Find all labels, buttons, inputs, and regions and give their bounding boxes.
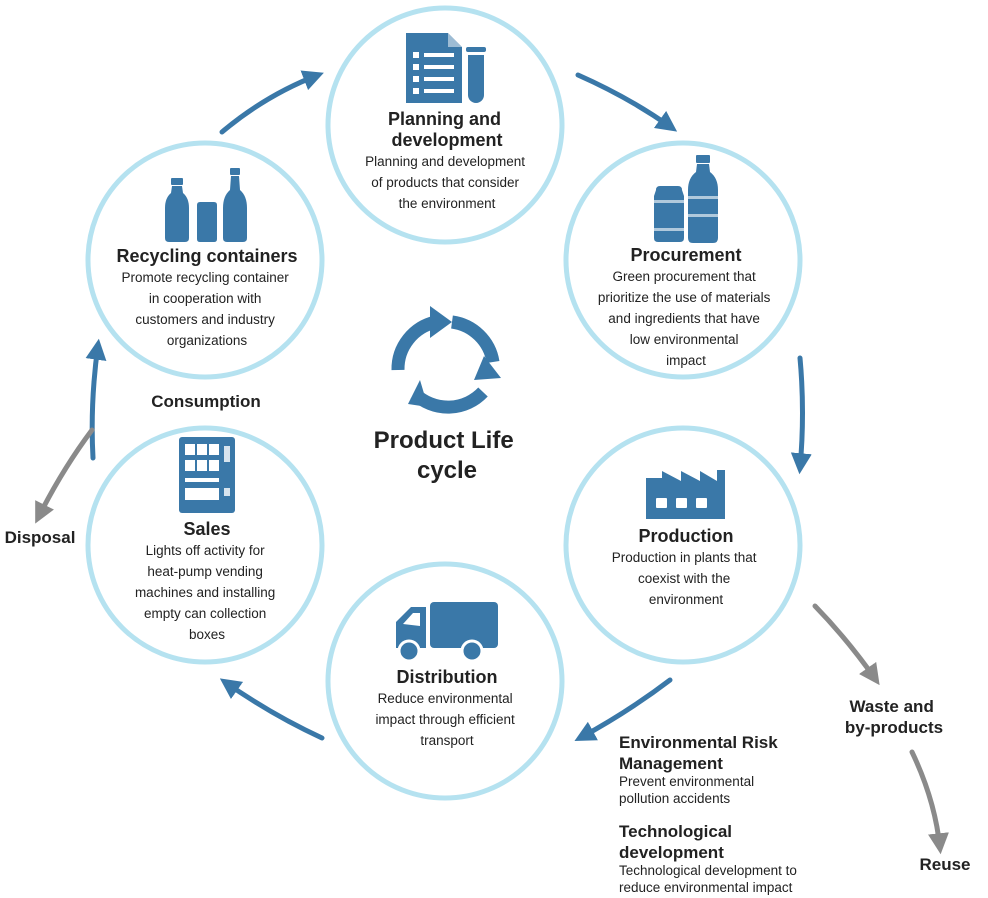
recycle-icon [391,306,501,414]
stage-circles [85,5,803,801]
planning-title: Planning and development [388,109,506,150]
can-icon [654,186,684,242]
risk-title: Environmental Risk Management [619,733,782,773]
cycle-arrows [85,70,812,742]
reuse-label: Reuse [919,855,970,874]
production-circle [563,425,803,665]
recycling-circle [85,140,325,380]
distribution-title: Distribution [397,667,498,687]
arrow-procurement-to-production [790,355,812,475]
sales-description: Lights off activity for heat-pump vendin… [135,543,279,642]
production-description: Production in plants that coexist with t… [612,550,761,607]
document-icon [406,33,462,103]
procurement-title: Procurement [630,245,741,265]
bottle-icon [688,155,718,243]
sales-circle [85,425,325,665]
production-title: Production [639,526,734,546]
center-title: Product Life cycle [374,427,521,484]
arrow-waste [812,603,880,686]
procurement-description: Green procurement that prioritize the us… [598,269,774,368]
risk-description: Prevent environmental pollution accident… [619,774,758,806]
arrow-distribution-to-sales [219,678,325,741]
distribution-circle [325,561,565,801]
recycling-description: Promote recycling container in cooperati… [121,270,292,348]
distribution-description: Reduce environmental impact through effi… [375,691,518,748]
tech-title: Technological development [619,822,737,862]
waste-label: Waste and by-products [845,697,943,737]
procurement-circle [563,140,803,380]
bottles-icon [165,168,247,242]
planning-description: Planning and development of products tha… [365,154,529,211]
arrow-sales-to-recycling [85,338,107,461]
arrow-production-to-distribution [574,677,673,742]
test-tube-icon [466,47,486,103]
arrow-disposal [35,427,95,524]
arrow-planning-to-procurement [575,72,678,132]
arrow-recycling-to-planning [219,70,324,135]
recycling-title: Recycling containers [116,246,297,266]
sales-title: Sales [183,519,230,539]
branch-arrows [35,427,949,855]
arrow-reuse [909,749,949,855]
factory-icon [646,470,725,519]
tech-description: Technological development to reduce envi… [619,863,801,895]
consumption-label: Consumption [151,392,261,411]
disposal-label: Disposal [5,528,76,547]
vending-machine-icon [179,437,235,513]
planning-circle [325,5,565,245]
truck-icon [396,602,498,663]
